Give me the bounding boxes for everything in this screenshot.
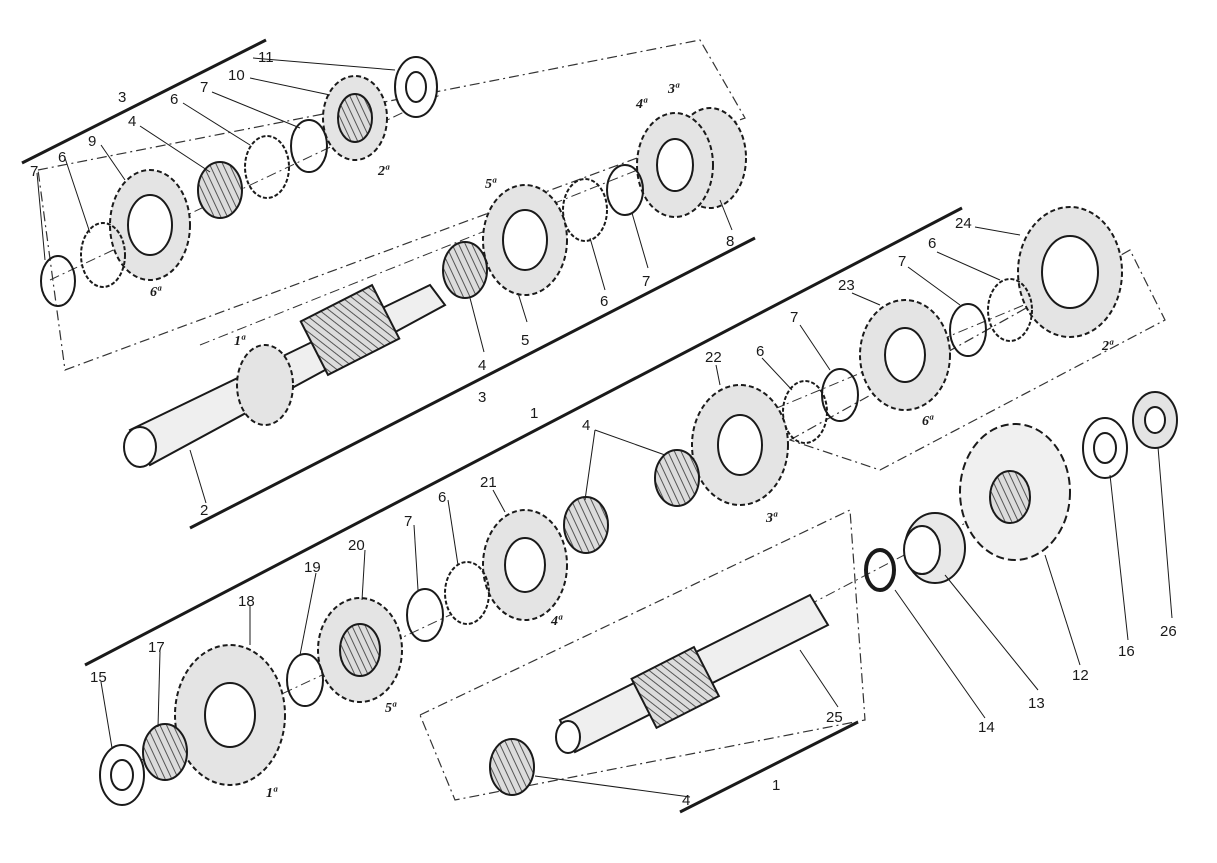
mark-bot-5a: 5ª — [385, 701, 397, 716]
bracket-1-middle — [84, 206, 963, 667]
callout-7-top: 7 — [200, 79, 208, 96]
callout-25: 25 — [826, 709, 843, 726]
callout-9: 9 — [88, 133, 96, 150]
group-outlines — [37, 39, 1166, 801]
spline-washer-6-low — [444, 561, 490, 625]
mark-mid-4a: 4ª — [550, 614, 563, 629]
needle-bearing-4-mid-right — [654, 449, 700, 507]
callout-16: 16 — [1118, 643, 1135, 660]
callout-1-bottom: 1 — [772, 777, 780, 794]
spline-washer-6-top-right — [562, 178, 608, 242]
callout-numbers: 11 10 7 6 3 4 9 6 7 8 7 6 5 4 3 2 24 6 7… — [30, 49, 1177, 809]
needle-bearing-17 — [142, 723, 188, 781]
outline-output-shaft — [419, 509, 866, 801]
gear-ratio-marks: 2ª 6ª 5ª 4ª 3ª 1ª 2ª 6ª 3ª 4ª 5ª 1ª — [150, 82, 1114, 801]
spline-washer-6-top — [244, 135, 290, 199]
callout-6-left: 6 — [58, 149, 66, 166]
callout-7-low: 7 — [404, 513, 412, 530]
mark-top-6a: 6ª — [150, 285, 162, 300]
circlip-19 — [286, 653, 324, 707]
callout-3-bottom: 3 — [478, 389, 486, 406]
bracket-3-bottom — [189, 236, 756, 530]
callout-1-top: 1 — [530, 405, 538, 422]
callout-5: 5 — [521, 332, 529, 349]
callout-3-top: 3 — [118, 89, 126, 106]
callout-7-mid-right: 7 — [898, 253, 906, 270]
callout-17: 17 — [148, 639, 165, 656]
needle-bearing-4-top-mid — [442, 241, 488, 299]
circlip-7-left — [40, 255, 76, 307]
callout-7-mid: 7 — [790, 309, 798, 326]
needle-bearing-4-top — [197, 161, 243, 219]
circlip-7-top — [290, 119, 328, 173]
callout-6-top-right: 6 — [600, 293, 608, 310]
spline-washer-6-mid-right — [987, 278, 1033, 342]
bracket-3-top — [21, 38, 267, 165]
mark-top-3a: 3ª — [667, 82, 680, 97]
callout-8: 8 — [726, 233, 734, 250]
callout-4-top-mid: 4 — [478, 357, 486, 374]
callout-7-left: 7 — [30, 163, 38, 180]
spline-washer-6-left — [80, 222, 126, 288]
callout-24: 24 — [955, 215, 972, 232]
group-bracket-lines — [21, 38, 963, 814]
mark-mid-3a: 3ª — [765, 511, 778, 526]
callout-6-low: 6 — [438, 489, 446, 506]
callout-20: 20 — [348, 537, 365, 554]
parts — [40, 56, 1178, 806]
callout-12: 12 — [1072, 667, 1089, 684]
callout-6-mid: 6 — [756, 343, 764, 360]
callout-6-top: 6 — [170, 91, 178, 108]
callout-26: 26 — [1160, 623, 1177, 640]
circlip-7-mid-right — [949, 303, 987, 357]
mark-mid-6a: 6ª — [922, 414, 934, 429]
callout-23: 23 — [838, 277, 855, 294]
leader-lines — [36, 57, 1173, 798]
mark-top-1a: 1ª — [234, 334, 246, 349]
bracket-1-bottom — [679, 720, 859, 814]
callout-14: 14 — [978, 719, 995, 736]
callout-4-mid: 4 — [582, 417, 590, 434]
callout-7-top-right: 7 — [642, 273, 650, 290]
callout-11: 11 — [258, 49, 274, 66]
outline-group-3 — [37, 39, 746, 371]
callout-4-bottom: 4 — [682, 792, 690, 809]
outline-group-1 — [788, 249, 1166, 471]
mark-top-2a: 2ª — [377, 164, 390, 179]
callout-15: 15 — [90, 669, 107, 686]
callout-13: 13 — [1028, 695, 1045, 712]
circlip-7-top-right — [606, 164, 644, 216]
spline-washer-6-mid — [782, 380, 828, 444]
callout-2: 2 — [200, 502, 208, 519]
o-ring-14 — [864, 548, 896, 592]
callout-4-top: 4 — [128, 113, 136, 130]
mark-bot-1a: 1ª — [266, 786, 278, 801]
callout-6-mid-right: 6 — [928, 235, 936, 252]
needle-bearing-4-mid-left — [563, 496, 609, 554]
callout-19: 19 — [304, 559, 321, 576]
mark-top-4a: 4ª — [635, 97, 648, 112]
callout-21: 21 — [480, 474, 497, 491]
circlip-7-mid — [821, 368, 859, 422]
callout-10: 10 — [228, 67, 245, 84]
mark-mid-2a: 2ª — [1101, 339, 1114, 354]
mark-top-5a: 5ª — [485, 177, 497, 192]
needle-bearing-4-bottom — [489, 738, 535, 796]
circlip-7-low — [406, 588, 444, 642]
callout-22: 22 — [705, 349, 722, 366]
callout-18: 18 — [238, 593, 255, 610]
